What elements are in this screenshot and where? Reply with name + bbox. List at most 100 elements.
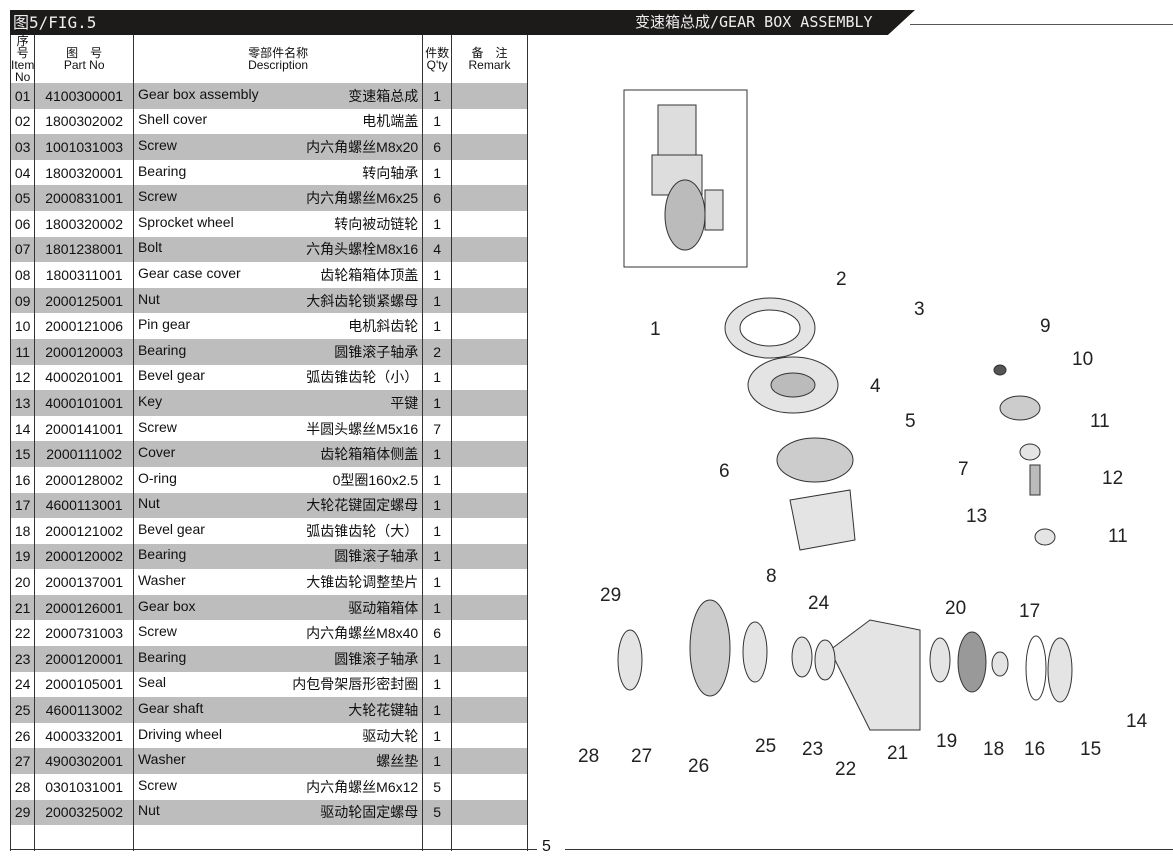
header-remark-cn: 备 注 — [471, 46, 508, 60]
remark — [450, 569, 529, 595]
remark — [450, 466, 529, 493]
quantity: 5 — [422, 799, 452, 826]
part-no: 2000121006 — [34, 313, 134, 339]
description-cn: 内包骨架唇形密封圈 — [292, 676, 419, 693]
description-en: Bevel gear — [137, 520, 205, 537]
item-no: 20 — [9, 569, 36, 595]
description-cn: 电机端盖 — [362, 113, 419, 130]
callout-number: 24 — [808, 593, 830, 614]
quantity: 1 — [422, 466, 452, 493]
callout-number: 25 — [755, 736, 776, 757]
page-number: 5 — [542, 838, 551, 855]
description-cn: 齿轮箱箱体顶盖 — [320, 266, 419, 283]
header-desc-en: Description — [248, 58, 309, 72]
part-no: 2000126001 — [34, 594, 134, 621]
header-desc-cn: 零部件名称 — [248, 46, 309, 60]
quantity: 1 — [422, 262, 452, 288]
remark — [450, 646, 529, 672]
item-no: 04 — [9, 159, 36, 186]
part-no: 2000141001 — [34, 415, 134, 442]
description-en: Bearing — [137, 162, 187, 179]
header-item-en: Item No — [11, 58, 35, 84]
callout-number: 17 — [1019, 601, 1040, 622]
remark — [450, 159, 529, 186]
description-en: O-ring — [137, 469, 177, 486]
remark — [450, 236, 529, 263]
item-no: 05 — [9, 185, 36, 211]
footer-rule-left — [10, 849, 537, 850]
remark — [450, 108, 529, 135]
part-no: 4600113002 — [34, 697, 134, 723]
description-cn: 弧齿锥齿轮（小） — [306, 369, 419, 386]
description-cn: 大锥齿轮调整垫片 — [306, 574, 419, 591]
description-en: Gear shaft — [137, 700, 204, 717]
part-no: 4000101001 — [34, 390, 134, 416]
quantity: 1 — [422, 492, 452, 519]
quantity: 6 — [422, 620, 452, 647]
callout-number: 23 — [802, 739, 823, 760]
remark — [450, 441, 529, 467]
item-no: 21 — [9, 594, 36, 621]
description-cn: 驱动大轮 — [362, 727, 419, 744]
item-no: 18 — [9, 518, 36, 544]
item-no: 08 — [9, 262, 36, 288]
description-en: Screw — [137, 136, 177, 153]
description-cn: 内六角螺丝M8x40 — [306, 625, 419, 642]
page-title: 变速箱总成/GEAR BOX ASSEMBLY — [635, 13, 873, 31]
part-no: 4900302001 — [34, 748, 134, 775]
quantity: 1 — [422, 594, 452, 621]
parts-drawing — [617, 297, 1073, 731]
item-no: 09 — [9, 287, 36, 314]
part-no: 4100300001 — [34, 83, 134, 109]
remark — [450, 287, 529, 314]
description: Gear shaft 大轮花键轴 — [132, 697, 424, 723]
description-cn: 驱动箱箱体 — [348, 599, 419, 616]
item-no: 16 — [9, 466, 36, 493]
quantity: 1 — [422, 364, 452, 391]
callout-number: 21 — [887, 743, 908, 764]
part-no: 2000121002 — [34, 518, 134, 544]
description-cn: 内六角螺丝M6x25 — [306, 190, 419, 207]
quantity: 1 — [422, 748, 452, 775]
quantity: 1 — [422, 390, 452, 416]
quantity: 1 — [422, 671, 452, 698]
quantity: 7 — [422, 415, 452, 442]
item-no: 14 — [9, 415, 36, 442]
part-no: 1800320002 — [34, 210, 134, 237]
quantity: 1 — [422, 543, 452, 570]
part-no: 1800311001 — [34, 262, 134, 288]
callout-number: 29 — [600, 585, 621, 606]
part-no: 2000137001 — [34, 569, 134, 595]
remark — [450, 134, 529, 160]
remark — [450, 697, 529, 723]
part-no: 1801238001 — [34, 236, 134, 263]
description-cn: 齿轮箱箱体侧盖 — [320, 446, 419, 463]
remark — [450, 774, 529, 800]
quantity: 1 — [422, 287, 452, 314]
description-en: Gear case cover — [137, 264, 241, 281]
description-cn: 大轮花键轴 — [348, 702, 419, 719]
